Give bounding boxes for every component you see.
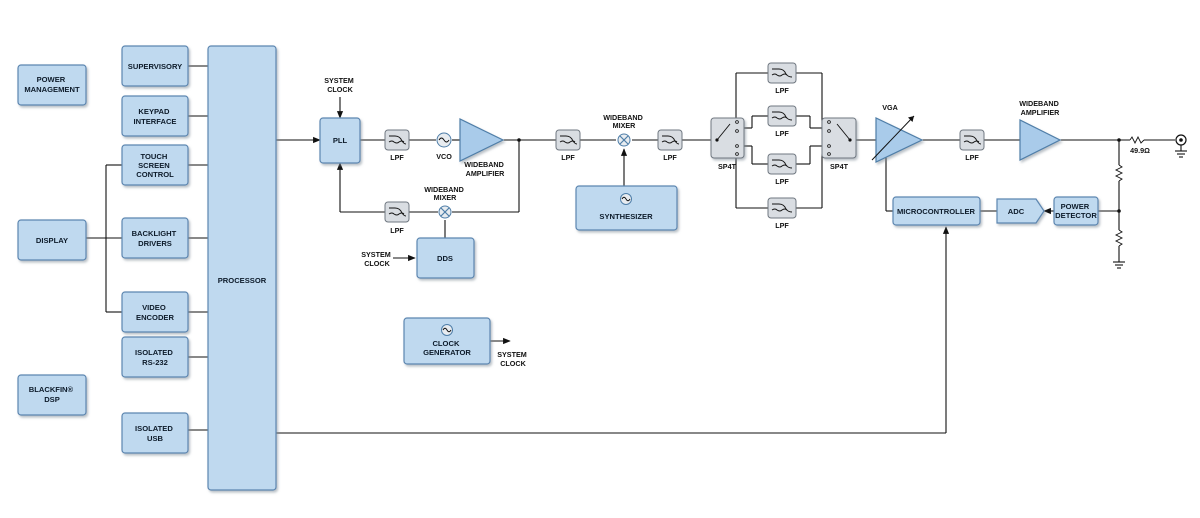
lpf-filter-4: LPF <box>657 129 683 162</box>
svg-text:VCO: VCO <box>436 152 452 161</box>
lpf-bank-filter-4: LPF <box>767 197 797 230</box>
svg-text:MICROCONTROLLER: MICROCONTROLLER <box>897 207 976 216</box>
lpf-filter-1: LPF <box>384 129 410 162</box>
svg-text:LPF: LPF <box>561 153 575 162</box>
svg-text:SYNTHESIZER: SYNTHESIZER <box>599 212 653 221</box>
svg-text:WIDEBAND MIXER: WIDEBAND MIXER <box>603 113 645 130</box>
svg-text:SP4T: SP4T <box>718 162 737 171</box>
svg-text:LPF: LPF <box>775 86 789 95</box>
touch-screen-control-block: TOUCH SCREEN CONTROL <box>121 144 189 186</box>
connection-lines <box>86 65 1187 434</box>
isolated-usb-block: ISOLATED USB <box>121 412 189 454</box>
power-management-block: POWER MANAGEMENT <box>17 64 87 106</box>
svg-text:LPF: LPF <box>390 226 404 235</box>
system-clock-dds-label: SYSTEM CLOCK <box>361 250 393 268</box>
lpf-filter-2: LPF <box>384 201 410 235</box>
svg-text:VIDEO ENCODER: VIDEO ENCODER <box>136 303 174 322</box>
svg-text:CLOCK GENERATOR: CLOCK GENERATOR <box>423 339 471 357</box>
isolated-rs232-block: ISOLATED RS-232 <box>121 336 189 378</box>
sp4t-switch-2: SP4T <box>821 117 857 171</box>
lpf-bank-filter-1: LPF <box>767 62 797 95</box>
svg-text:SUPERVISORY: SUPERVISORY <box>128 62 182 71</box>
svg-text:WIDEBAND AMPLIFIER: WIDEBAND AMPLIFIER <box>1019 99 1061 117</box>
svg-text:BACKLIGHT DRIVERS: BACKLIGHT DRIVERS <box>132 229 179 248</box>
adc-block: ADC <box>996 198 1045 224</box>
lpf-bank-filter-3: LPF <box>767 153 797 186</box>
svg-text:LPF: LPF <box>663 153 677 162</box>
svg-text:ISOLATED USB: ISOLATED USB <box>135 424 175 443</box>
dds-block: DDS <box>416 237 475 279</box>
svg-text:LPF: LPF <box>775 221 789 230</box>
system-clock-out-label: SYSTEM CLOCK <box>497 350 529 368</box>
svg-text:WIDEBAND AMPLIFIER: WIDEBAND AMPLIFIER <box>464 160 506 178</box>
wideband-mixer-1: WIDEBAND MIXER <box>424 185 466 219</box>
svg-text:TOUCH SCREEN CONTR: TOUCH SCREEN CONTROL <box>136 152 174 179</box>
power-detector-block: POWER DETECTOR <box>1053 196 1099 226</box>
sp4t-switch-1: SP4T <box>710 117 745 171</box>
lpf-bank-filter-2: LPF <box>767 105 797 138</box>
vga-amplifier: VGA <box>871 103 924 163</box>
supervisory-block: SUPERVISORY <box>121 45 189 87</box>
svg-text:VGA: VGA <box>882 103 898 112</box>
svg-text:ADC: ADC <box>1008 207 1025 216</box>
svg-text:WIDEBAND MIXER: WIDEBAND MIXER <box>424 185 466 202</box>
wideband-mixer-2: WIDEBAND MIXER <box>603 113 645 147</box>
blackfin-dsp-label: BLACKFIN® DSP <box>29 385 76 404</box>
svg-text:LPF: LPF <box>390 153 404 162</box>
svg-text:DDS: DDS <box>437 254 453 263</box>
vco-symbol: VCO <box>436 132 452 161</box>
system-clock-pll-label: SYSTEM CLOCK <box>324 76 356 94</box>
power-management-label: POWER MANAGEMENT <box>24 75 80 94</box>
backlight-drivers-block: BACKLIGHT DRIVERS <box>121 217 189 259</box>
svg-text:PROCESSOR: PROCESSOR <box>218 276 267 285</box>
keypad-interface-block: KEYPAD INTERFACE <box>121 95 189 137</box>
resistor-value-label: 49.9Ω <box>1130 146 1150 155</box>
svg-text:KEYPAD INTERFACE: KEYPAD INTERFACE <box>133 107 176 126</box>
lpf-filter-3: LPF <box>555 129 581 162</box>
svg-text:SP4T: SP4T <box>830 162 849 171</box>
svg-text:POWER DETECTOR: POWER DETECTOR <box>1055 202 1097 220</box>
pll-block: PLL <box>319 117 361 164</box>
lpf-filter-5: LPF <box>959 129 985 162</box>
svg-text:ISOLATED RS-232: ISOLATED RS-232 <box>135 348 175 367</box>
display-block: DISPLAY <box>17 219 87 261</box>
blackfin-dsp-block: BLACKFIN® DSP <box>17 374 87 416</box>
processor-block: PROCESSOR <box>207 45 277 491</box>
svg-text:LPF: LPF <box>775 177 789 186</box>
wideband-amplifier-2: WIDEBAND AMPLIFIER <box>1019 99 1062 161</box>
clock-generator-block: CLOCK GENERATOR <box>403 317 491 365</box>
display-label: DISPLAY <box>36 236 68 245</box>
wideband-amplifier-1: WIDEBAND AMPLIFIER <box>459 118 506 178</box>
video-encoder-block: VIDEO ENCODER <box>121 291 189 333</box>
microcontroller-block: MICROCONTROLLER <box>892 196 981 226</box>
svg-text:LPF: LPF <box>775 129 789 138</box>
svg-text:PLL: PLL <box>333 136 348 145</box>
svg-text:LPF: LPF <box>965 153 979 162</box>
synthesizer-block: SYNTHESIZER <box>575 185 678 231</box>
